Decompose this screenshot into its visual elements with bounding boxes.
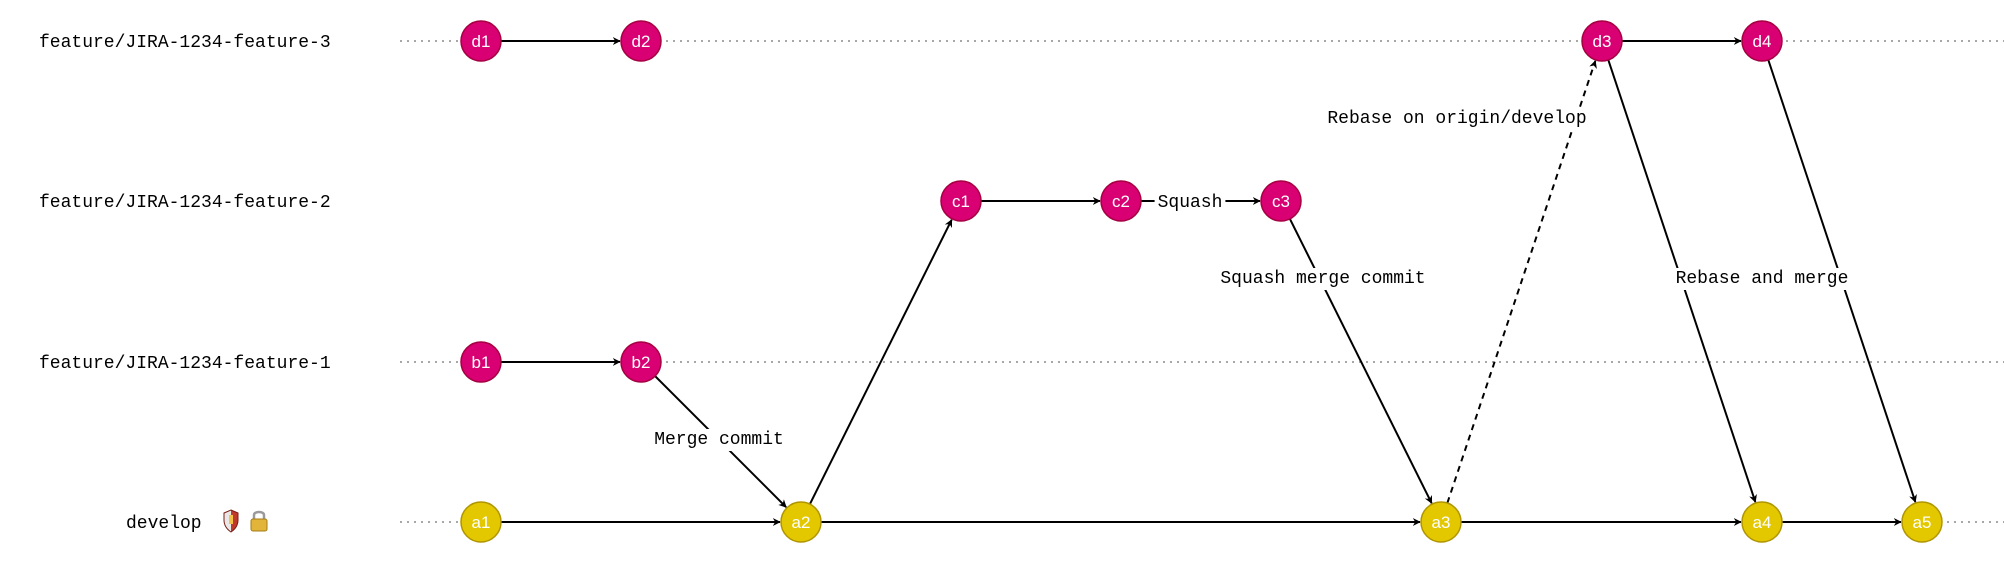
commit-node-a2[interactable]: a2 (780, 501, 822, 543)
commit-label: d1 (472, 32, 491, 51)
commit-label: c2 (1112, 192, 1130, 211)
commit-label: d4 (1753, 32, 1772, 51)
branch-label-feature-3: feature/JIRA-1234-feature-3 (39, 33, 331, 53)
commit-nodes: d1 d2 d3 d4 c1 c2 c3 b1 b2 a1 a2 a3 a4 a5 (460, 20, 1943, 543)
commit-node-c1[interactable]: c1 (940, 180, 982, 222)
commit-circle (460, 501, 502, 543)
commit-node-a5[interactable]: a5 (1901, 501, 1943, 543)
commit-circle (1100, 180, 1142, 222)
commit-node-d4[interactable]: d4 (1741, 20, 1783, 62)
commit-label: a1 (472, 513, 491, 532)
edge-label-background (651, 429, 787, 451)
commit-circle (780, 501, 822, 543)
commit-circle (460, 20, 502, 62)
commit-circle (1741, 20, 1783, 62)
commit-node-c3[interactable]: c3 (1260, 180, 1302, 222)
commit-label: a5 (1913, 513, 1932, 532)
commit-label: b1 (472, 353, 491, 372)
commit-node-a1[interactable]: a1 (460, 501, 502, 543)
commit-node-d2[interactable]: d2 (620, 20, 662, 62)
commit-circle (620, 341, 662, 383)
commit-circle (460, 341, 502, 383)
commit-node-b2[interactable]: b2 (620, 341, 662, 383)
commit-label: c3 (1272, 192, 1290, 211)
branch-labels: feature/JIRA-1234-feature-3 feature/JIRA… (39, 33, 331, 534)
commit-label: a4 (1753, 513, 1772, 532)
commit-circle (940, 180, 982, 222)
branch-label-feature-2: feature/JIRA-1234-feature-2 (39, 193, 331, 213)
commit-circle (1260, 180, 1302, 222)
edge-a2-c1 (809, 219, 953, 505)
edge-c3-a3 (1289, 218, 1433, 504)
commit-circle (620, 20, 662, 62)
shield-icon (223, 509, 239, 533)
edge-label-b2-a2: Merge commit (654, 430, 784, 450)
edge-label-c3-a3: Squash merge commit (1220, 269, 1425, 289)
commit-label: a3 (1432, 513, 1451, 532)
commit-label: c1 (952, 192, 970, 211)
commit-circle (1901, 501, 1943, 543)
lock-icon (250, 510, 268, 532)
edge-label-a3-d3: Rebase on origin/develop (1327, 109, 1586, 129)
commit-circle (1581, 20, 1623, 62)
edge-label-c2-c3: Squash (1158, 193, 1223, 213)
commit-node-a3[interactable]: a3 (1420, 501, 1462, 543)
commit-node-d3[interactable]: d3 (1581, 20, 1623, 62)
commit-label: a2 (792, 513, 811, 532)
commit-label: d2 (632, 32, 651, 51)
branch-label-develop: develop (126, 514, 202, 534)
edge-label-d3-a4: Rebase and merge (1676, 269, 1849, 289)
commit-node-b1[interactable]: b1 (460, 341, 502, 383)
edge-label-background (1154, 192, 1226, 214)
commit-label: d3 (1593, 32, 1612, 51)
branch-label-feature-1: feature/JIRA-1234-feature-1 (39, 354, 331, 374)
commit-node-d1[interactable]: d1 (460, 20, 502, 62)
edge-a3-d3 (1446, 60, 1597, 504)
edge-label-background (1672, 268, 1852, 290)
commit-node-a4[interactable]: a4 (1741, 501, 1783, 543)
commit-node-c2[interactable]: c2 (1100, 180, 1142, 222)
commit-circle (1741, 501, 1783, 543)
edge-label-background (1324, 108, 1590, 130)
edge-label-background (1217, 268, 1429, 290)
edges (501, 37, 1917, 526)
commit-label: b2 (632, 353, 651, 372)
commit-circle (1420, 501, 1462, 543)
